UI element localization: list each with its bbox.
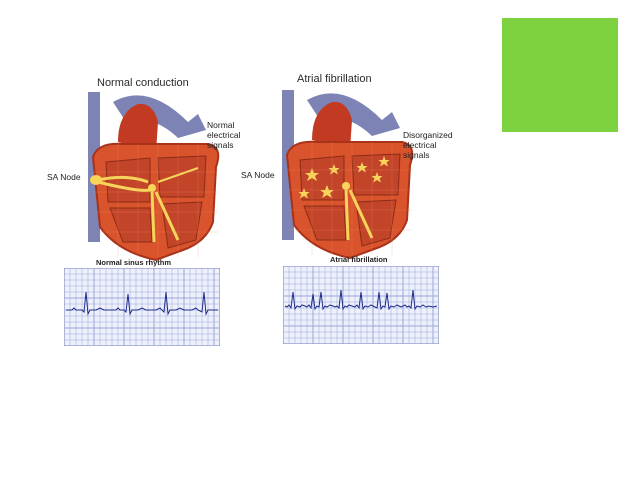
left-ventricle — [161, 201, 203, 249]
sa-node-label-afib: SA Node — [241, 170, 275, 180]
signal-path-1 — [97, 175, 149, 184]
left-ventricle — [355, 199, 397, 247]
aorta — [312, 101, 352, 150]
left-atrium — [157, 155, 207, 198]
signal-label-afib: Disorganized electrical signals — [403, 130, 453, 160]
burst-icon — [298, 188, 310, 199]
strip-label-normal: Normal sinus rhythm — [96, 258, 172, 267]
afib-heart-illustration — [282, 90, 414, 260]
ecg-strip-normal — [64, 268, 220, 346]
ecg-grid — [64, 268, 220, 346]
accent-square — [502, 18, 618, 132]
sa-node-label-normal: SA Node — [47, 172, 81, 182]
panel-title-normal: Normal conduction — [97, 77, 189, 89]
burst-icon — [378, 156, 390, 167]
ecg-trace-normal — [66, 291, 218, 316]
ecg-grid — [283, 266, 439, 344]
strip-label-afib: Atrial fibrillation — [330, 255, 388, 264]
burst-icon — [328, 164, 340, 175]
right-ventricle — [109, 207, 153, 243]
right-ventricle — [303, 205, 347, 241]
normal-heart-illustration — [88, 92, 220, 262]
aorta — [118, 103, 158, 152]
left-atrium — [351, 153, 401, 196]
panel-title-afib: Atrial fibrillation — [297, 73, 372, 85]
av-node-marker — [342, 182, 350, 190]
burst-icon — [371, 172, 383, 183]
ecg-strip-afib — [283, 266, 439, 344]
ecg-trace-afib — [284, 289, 438, 311]
av-node-marker — [148, 184, 156, 192]
burst-icon — [320, 185, 334, 198]
signal-path-2 — [97, 180, 151, 192]
signal-label-normal: Normal electrical signals — [207, 120, 241, 150]
